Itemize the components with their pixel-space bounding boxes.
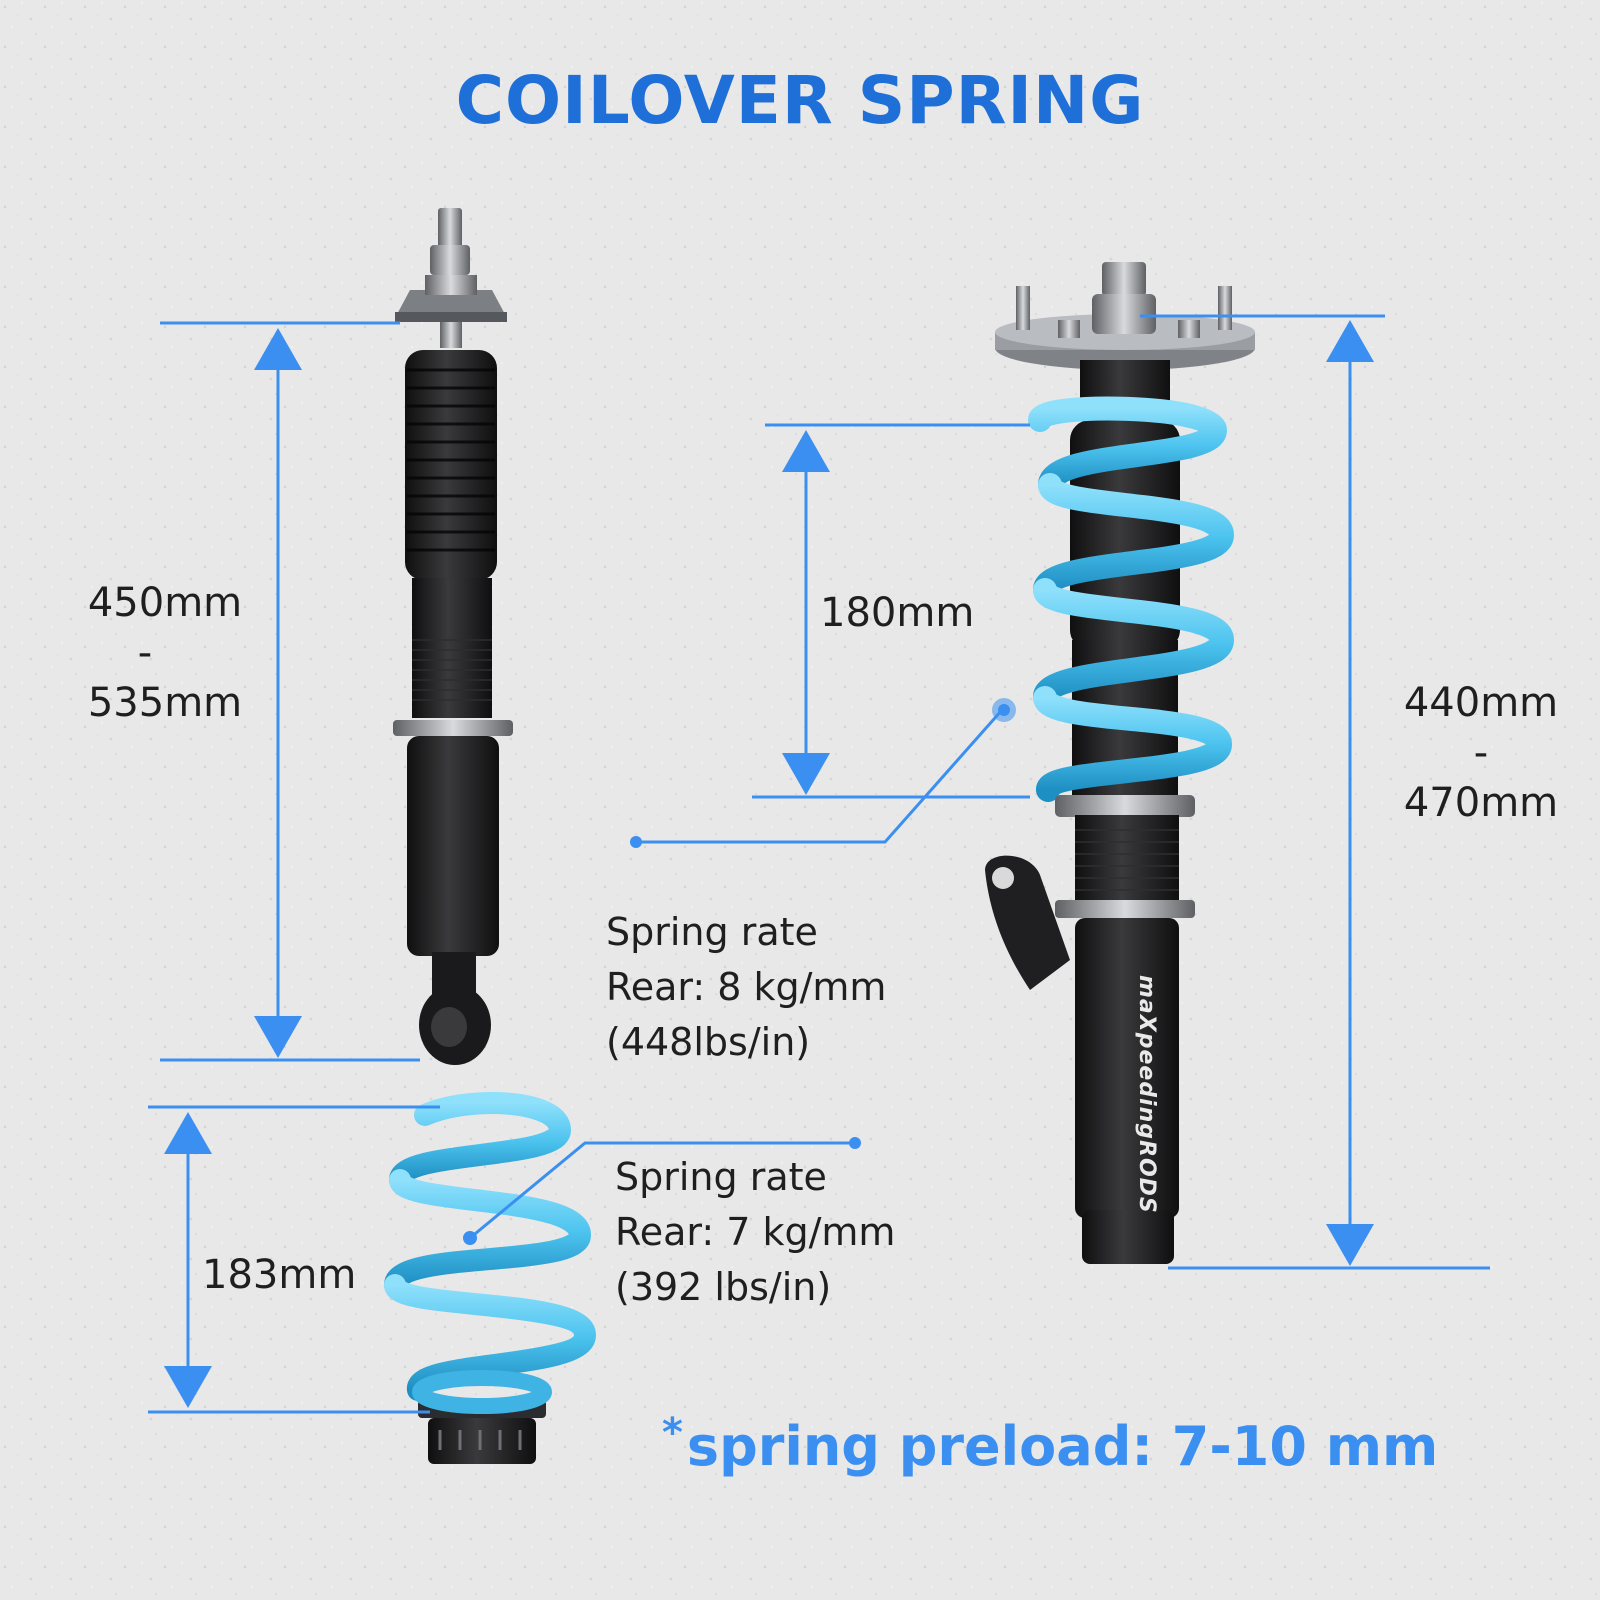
rear-shock-rate-value: Rear: 8 kg/mm [606,965,887,1009]
rear-spring [384,1092,597,1464]
arrow-up-icon [164,1112,212,1154]
front-strut-length-label: 440mm - 470mm [1376,678,1586,828]
rear-shock-spring-rate-callout: Spring rate Rear: 8 kg/mm (448lbs/in) [606,905,886,1070]
leader-dot-icon [463,1231,477,1245]
rear-spring-rate-leader [469,1141,855,1240]
rear-spring-rate-imperial: (392 lbs/in) [615,1265,832,1309]
front-strut-assembly: maXpeedingRODS [985,262,1255,1264]
rear-spring-rate-title: Spring rate [615,1155,827,1199]
rear-spring-rate-value: Rear: 7 kg/mm [615,1210,896,1254]
arrow-up-icon [782,430,830,472]
rear-shock-length-max: 535mm [87,680,243,726]
rear-shock-rate-title: Spring rate [606,910,818,954]
rear-shock-length-min: 450mm [87,580,243,626]
arrow-down-icon [1326,1224,1374,1266]
rear-spring-rate-callout: Spring rate Rear: 7 kg/mm (392 lbs/in) [615,1150,895,1315]
arrow-down-icon [782,753,830,795]
rear-shock-length-separator: - [137,630,153,676]
spring-preload-note: *spring preload: 7-10 mm [662,1410,1438,1478]
brand-logo: maXpeedingRODS [1134,975,1159,1214]
arrow-up-icon [254,328,302,370]
arrow-up-icon [1326,320,1374,362]
spring-preload-text: spring preload: 7-10 mm [686,1415,1439,1478]
arrow-down-icon [164,1366,212,1408]
front-strut-length-separator: - [1473,730,1489,776]
rear-shock-rate-leader [636,709,1004,844]
leader-dot-icon [630,836,642,848]
page-title: COILOVER SPRING [455,62,1145,139]
leader-dot-icon [849,1137,861,1149]
rear-shock-rate-imperial: (448lbs/in) [606,1020,811,1064]
arrow-down-icon [254,1016,302,1058]
footnote-star: * [662,1410,683,1456]
rear-spring-height-label: 183mm [202,1252,357,1298]
rear-shock-absorber [393,208,513,1065]
leader-dot-icon [998,704,1010,716]
front-strut-length-min: 440mm [1403,680,1559,726]
front-spring-length-label: 180mm [820,590,975,636]
front-strut-length-max: 470mm [1403,780,1559,826]
rear-shock-length-label: 450mm - 535mm [60,578,270,728]
